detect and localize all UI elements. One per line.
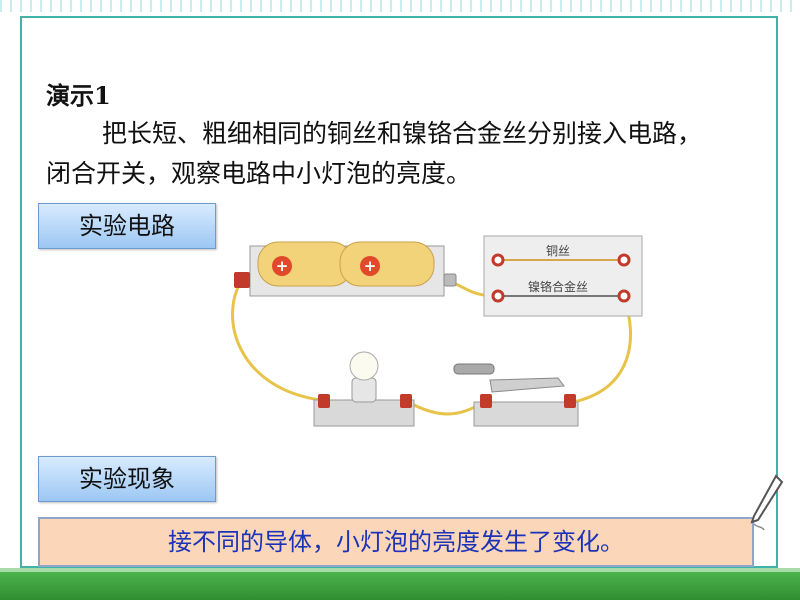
battery-plus-2: + (364, 257, 377, 275)
bottom-bar-highlight (0, 568, 800, 573)
demo-paragraph: 把长短、粗细相同的铜丝和镍铬合金丝分别接入电路，闭合开关，观察电路中小灯泡的亮度… (46, 114, 726, 194)
bulb-icon (313, 351, 415, 427)
label-experiment-circuit: 实验电路 (38, 203, 216, 249)
pen-icon[interactable] (748, 474, 786, 534)
nichrome-wire-label: 镍铬合金丝 (528, 279, 588, 294)
demo-heading: 演示1 (46, 81, 111, 110)
terminal-icon (234, 272, 457, 288)
wire-board: 铜丝 镍铬合金丝 (483, 235, 643, 317)
wire-left (231, 279, 321, 402)
battery-icon: + + (249, 241, 445, 297)
wire-bulb-to-switch (407, 400, 485, 416)
label-experiment-phenomenon: 实验现象 (38, 456, 216, 502)
switch-icon (453, 363, 579, 427)
battery-plus-1: + (276, 257, 289, 275)
copper-wire-label: 铜丝 (546, 243, 570, 258)
top-tick-decoration (0, 0, 800, 12)
result-text-box: 接不同的导体，小灯泡的亮度发生了变化。 (38, 517, 754, 567)
bottom-bar (0, 572, 800, 600)
slide-frame (20, 16, 778, 568)
circuit-diagram: + + 铜丝 镍铬合金丝 (231, 235, 643, 427)
demo-paragraph-text: 把长短、粗细相同的铜丝和镍铬合金丝分别接入电路，闭合开关，观察电路中小灯泡的亮度… (46, 119, 703, 188)
